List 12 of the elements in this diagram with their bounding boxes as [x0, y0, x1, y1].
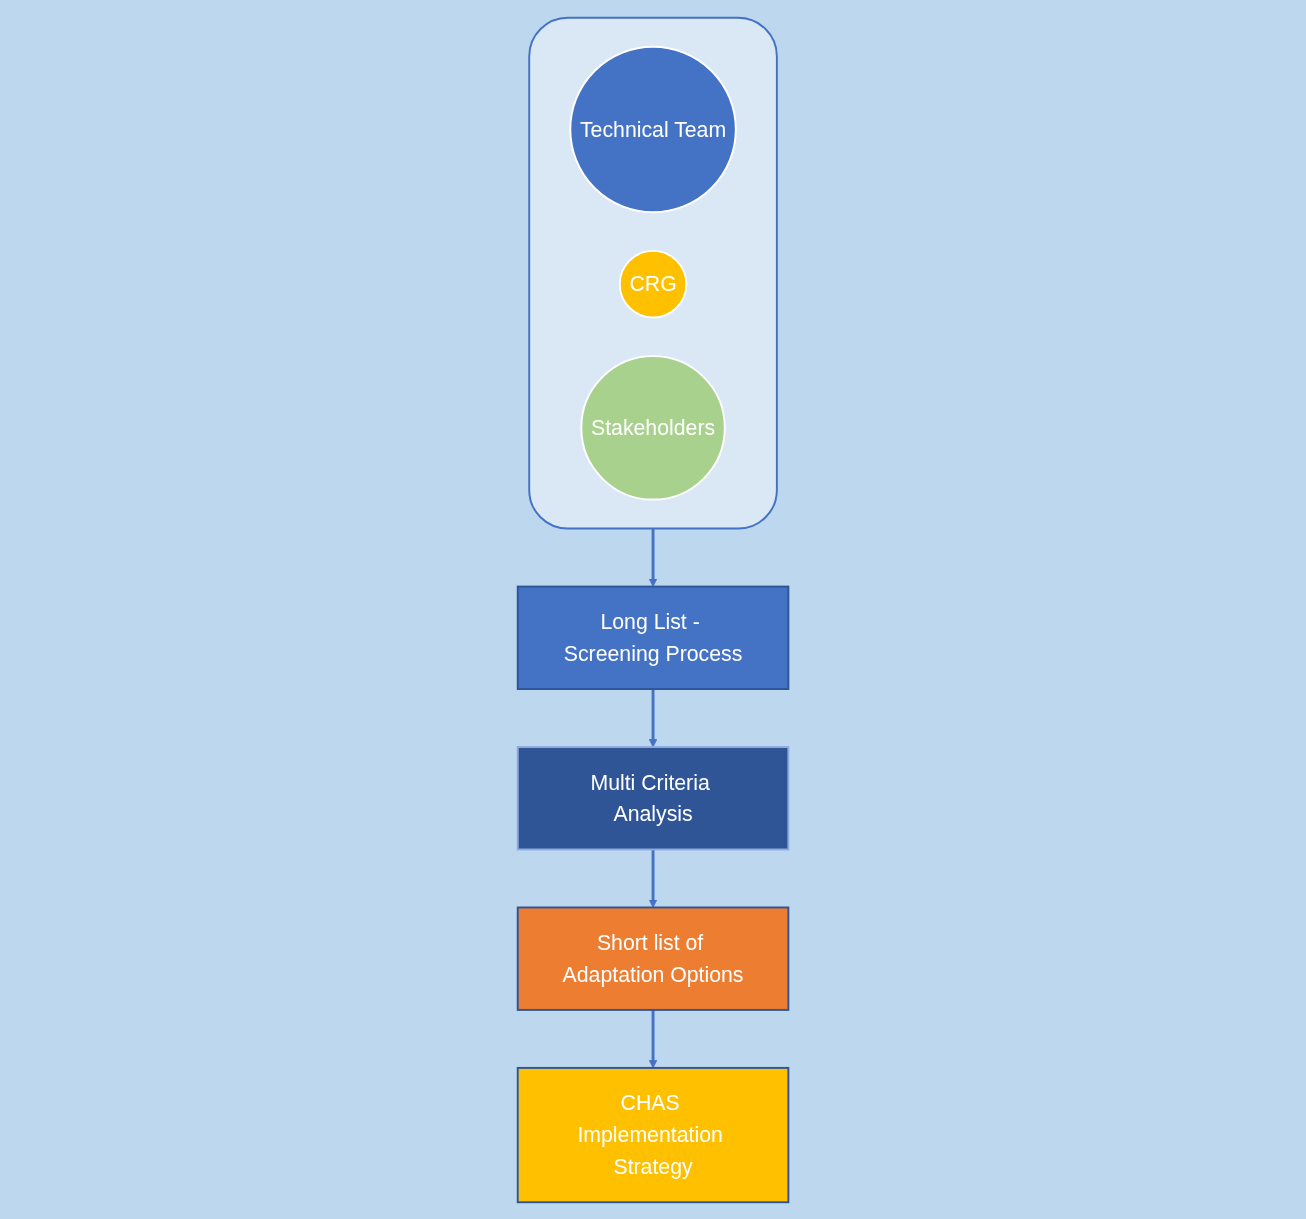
cluster	[528, 16, 778, 530]
arrow	[648, 848, 658, 908]
node-circle: Technical Team	[569, 45, 737, 213]
node-circle: Stakeholders	[580, 354, 726, 501]
arrow	[648, 1009, 658, 1068]
node-box: Short list of Adaptation Options	[516, 906, 790, 1011]
arrow	[648, 688, 658, 747]
node-box: Multi Criteria Analysis	[516, 745, 790, 850]
node-circle: CRG	[618, 249, 688, 318]
node-box: CHAS Implementation Strategy	[516, 1066, 790, 1203]
node-box: Long List - Screening Process	[516, 585, 790, 690]
arrow	[648, 528, 658, 587]
